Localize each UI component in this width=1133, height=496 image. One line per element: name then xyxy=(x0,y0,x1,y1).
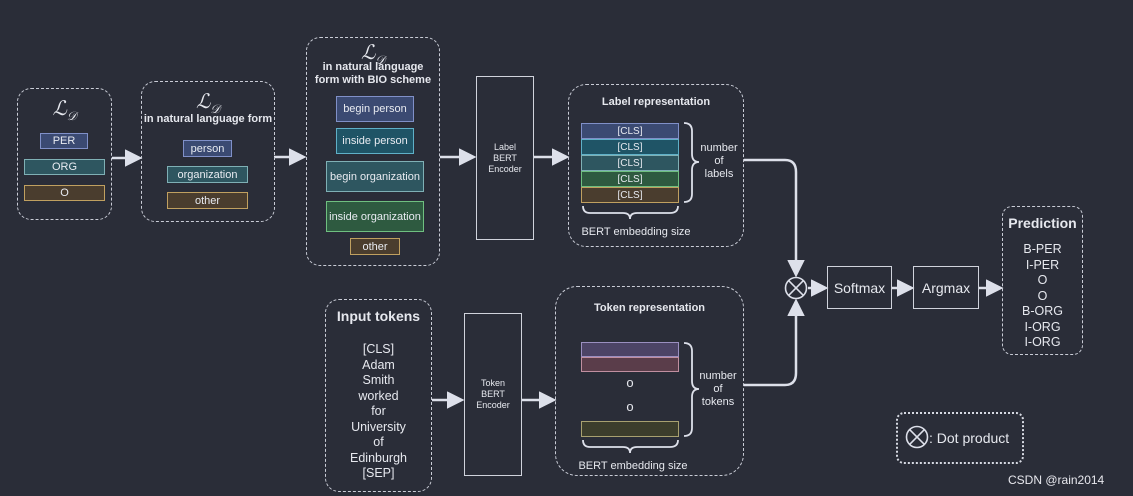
bio-form-title-line1: in natural language xyxy=(322,61,424,73)
token-ellipsis-dot-1: o xyxy=(626,375,634,390)
natural-form-panel xyxy=(141,81,275,222)
natural-person: person xyxy=(183,140,232,157)
bio-begin-organization: begin organization xyxy=(326,161,424,192)
token-bert-encoder: Token BERT Encoder xyxy=(464,313,522,476)
input-tokens-panel xyxy=(325,299,432,492)
prediction-panel xyxy=(1002,206,1083,355)
input-token: Adam xyxy=(362,357,395,372)
label-count-brace xyxy=(683,122,700,203)
bio-form-symbol: ℒ𝒟 xyxy=(361,40,385,67)
token-representation-title: Token representation xyxy=(593,302,706,314)
label-repr-row-3: [CLS] xyxy=(581,155,679,171)
label-encoder-line2: BERT xyxy=(493,152,517,163)
input-tokens-title: Input tokens xyxy=(336,308,421,324)
natural-other: other xyxy=(167,192,248,209)
natural-organization: organization xyxy=(167,166,248,183)
input-token: [CLS] xyxy=(362,342,395,356)
softmax-box: Softmax xyxy=(827,266,892,309)
input-token-list: [CLS] Adam Smith worked for University o… xyxy=(325,342,432,482)
input-token: of xyxy=(373,435,384,449)
token-encoder-line1: Token xyxy=(480,378,506,388)
label-repr-row-5: [CLS] xyxy=(581,187,679,203)
label-embedding-size-text: BERT embedding size xyxy=(581,226,691,238)
prediction-item: O xyxy=(1037,288,1048,303)
legend-panel xyxy=(896,412,1024,464)
token-repr-row-last xyxy=(581,421,679,437)
natural-form-symbol: ℒ𝒟 xyxy=(196,89,220,116)
watermark: CSDN @rain2014 xyxy=(1008,473,1105,487)
label-representation-title: Label representation xyxy=(601,96,711,108)
label-repr-row-4: [CLS] xyxy=(581,171,679,187)
prediction-item: O xyxy=(1037,273,1048,287)
input-token: Smith xyxy=(362,373,395,387)
prediction-item: I-ORG xyxy=(1024,335,1061,349)
bio-form-title-line2: form with BIO scheme xyxy=(314,74,432,86)
legend-text: : Dot product xyxy=(929,430,1010,446)
token-width-brace xyxy=(582,439,679,454)
dot-product-operator xyxy=(784,276,808,300)
token-count-brace xyxy=(683,342,700,437)
label-encoder-line3: Encoder xyxy=(488,163,522,174)
token-count-text: number of tokens xyxy=(699,370,737,408)
bio-begin-person: begin person xyxy=(336,96,414,122)
prediction-item: I-PER xyxy=(1025,257,1060,272)
bio-inside-person: inside person xyxy=(336,128,414,154)
argmax-box: Argmax xyxy=(913,266,979,309)
token-encoder-line3: Encoder xyxy=(476,400,510,410)
token-encoder-line2: BERT xyxy=(481,389,505,399)
prediction-item: I-ORG xyxy=(1024,319,1061,334)
label-repr-row-1: [CLS] xyxy=(581,123,679,139)
bio-inside-organization: inside organization xyxy=(326,201,424,232)
bio-form-panel xyxy=(306,37,440,266)
prediction-item: B-PER xyxy=(1023,242,1062,256)
input-token: [SEP] xyxy=(362,466,395,480)
label-bert-encoder: Label BERT Encoder xyxy=(476,76,534,240)
prediction-list: B-PER I-PER O O B-ORG I-ORG I-ORG xyxy=(1002,242,1083,351)
token-repr-row-1 xyxy=(581,342,679,357)
label-per: PER xyxy=(40,133,88,149)
label-set-panel xyxy=(17,88,112,220)
input-token: University xyxy=(351,419,406,434)
legend-dot-product-icon xyxy=(905,425,929,449)
label-width-brace xyxy=(582,205,679,220)
input-token: Edinburgh xyxy=(350,450,407,465)
arrow-token-repr-to-dot xyxy=(744,298,805,387)
token-repr-row-2 xyxy=(581,357,679,372)
token-representation-panel xyxy=(555,286,744,476)
label-repr-row-2: [CLS] xyxy=(581,139,679,155)
label-count-text: number of labels xyxy=(700,142,738,180)
natural-form-title: in natural language form xyxy=(143,113,273,125)
bio-other: other xyxy=(350,238,400,255)
arrow-label-repr-to-dot xyxy=(744,158,805,278)
label-org: ORG xyxy=(24,159,105,175)
label-encoder-line1: Label xyxy=(493,141,517,152)
prediction-title: Prediction xyxy=(1008,215,1077,231)
input-token: worked xyxy=(358,388,399,403)
token-embedding-size-text: BERT embedding size xyxy=(578,460,688,472)
label-representation-panel xyxy=(568,84,744,247)
prediction-item: B-ORG xyxy=(1022,304,1063,318)
input-token: for xyxy=(371,404,386,418)
label-set-symbol: ℒ𝒟 xyxy=(52,96,77,123)
token-ellipsis-dot-2: o xyxy=(626,399,634,414)
label-o: O xyxy=(24,185,105,201)
